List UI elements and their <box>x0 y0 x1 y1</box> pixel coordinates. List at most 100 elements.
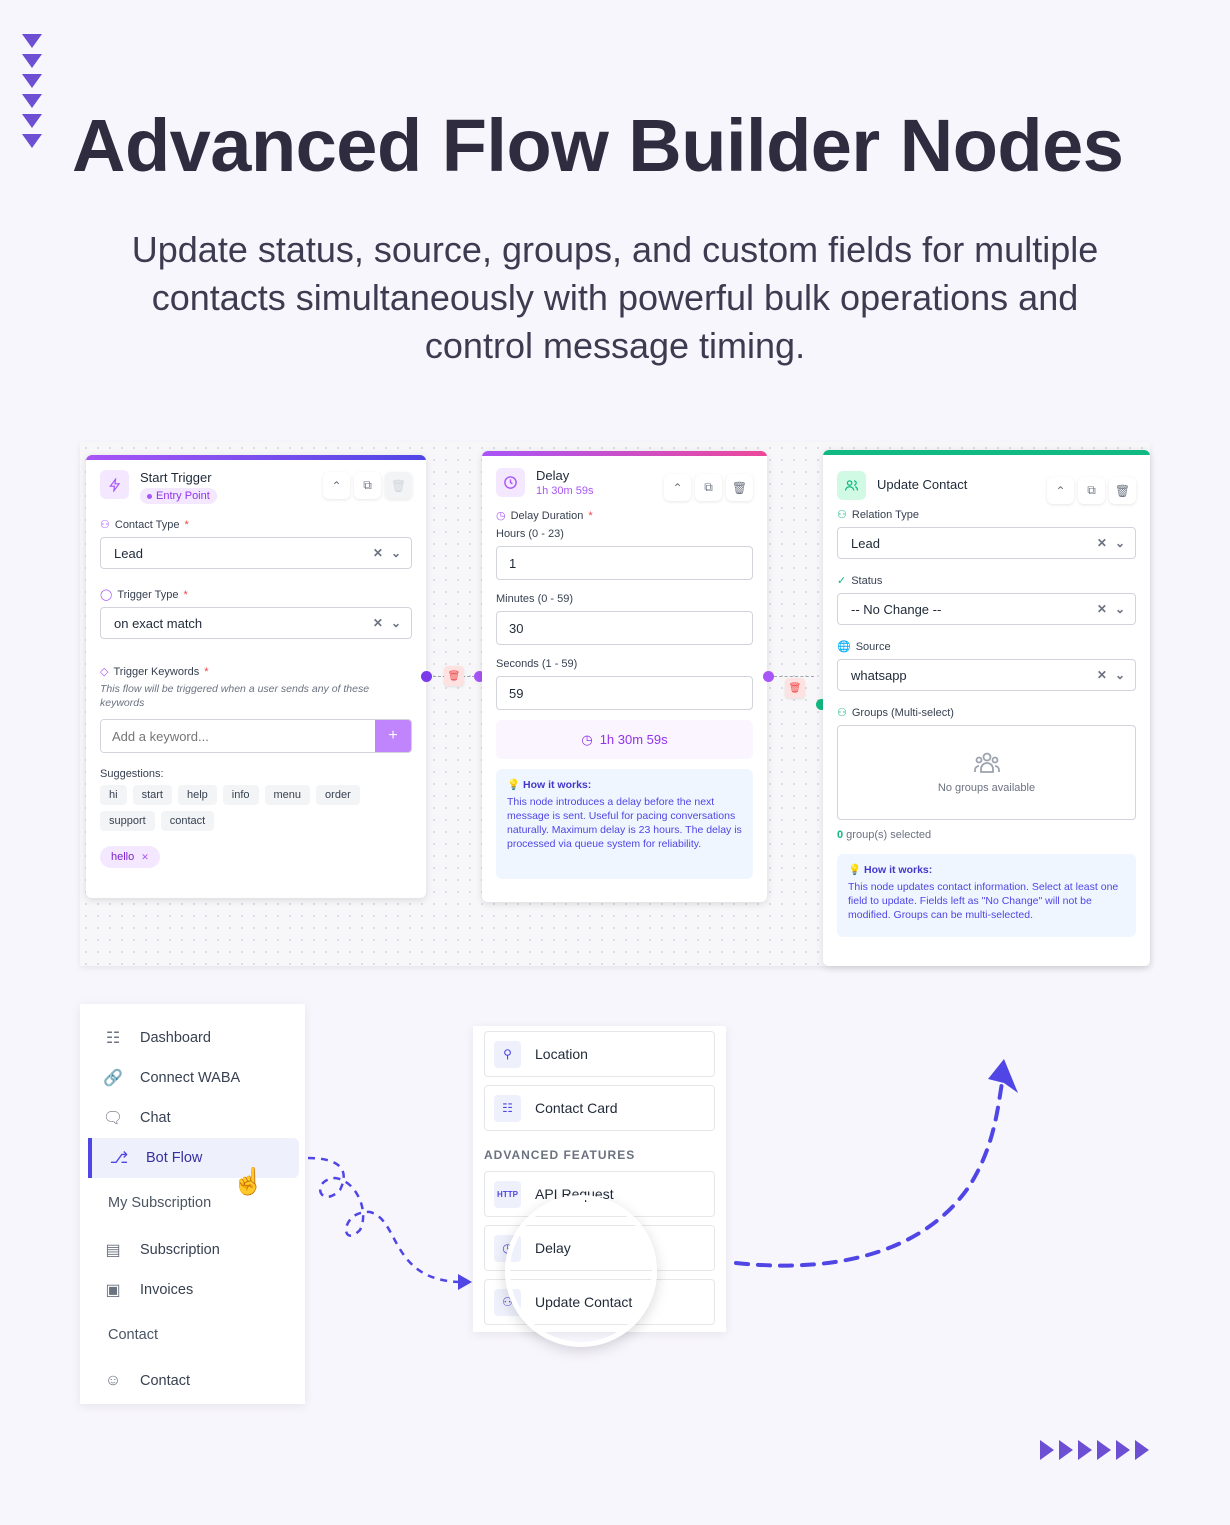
groups-multiselect[interactable]: No groups available <box>837 725 1136 820</box>
user-circle-icon: ☺ <box>104 1372 122 1389</box>
label-text: Source <box>855 640 891 653</box>
delay-node[interactable]: Delay 1h 30m 59s ⌃ ⧉ 🗑 ◷ Delay Duration … <box>482 451 767 902</box>
receipt-icon: ▣ <box>105 1282 121 1299</box>
triangle-down-icon <box>22 34 42 48</box>
dashed-arrow-left <box>307 1156 472 1290</box>
suggestion-chip[interactable]: contact <box>160 811 215 831</box>
suggestion-chip[interactable]: menu <box>264 785 311 805</box>
nav-label: Invoices <box>140 1282 194 1298</box>
keyword-input-group: + <box>100 719 412 753</box>
how-it-works-box: 💡 How it works: This node introduces a d… <box>496 769 753 879</box>
minutes-input[interactable]: 30 <box>496 611 753 645</box>
node-accent-bar <box>482 451 767 456</box>
collapse-button[interactable]: ⌃ <box>1047 477 1074 504</box>
output-handle[interactable] <box>421 671 432 682</box>
clear-icon[interactable]: ✕ <box>1096 668 1107 682</box>
suggestion-chip[interactable]: support <box>100 811 155 831</box>
clear-icon[interactable]: ✕ <box>372 546 383 560</box>
flow-canvas[interactable]: Start Trigger Entry Point ⌃ ⧉ 🗑 ⚇ Contac… <box>80 442 1150 966</box>
sidebar-item-invoices[interactable]: ▣ Invoices <box>102 1280 193 1300</box>
delete-button[interactable]: 🗑 <box>385 472 412 499</box>
seconds-label: Seconds (1 - 59) <box>496 658 578 670</box>
suggestion-chip[interactable]: order <box>316 785 360 805</box>
output-handle[interactable] <box>763 671 774 682</box>
triangle-right-icon <box>1040 1440 1054 1460</box>
users-icon: ⚇ <box>837 707 847 719</box>
suggestion-chip[interactable]: help <box>177 785 217 805</box>
clear-icon[interactable]: ✕ <box>1096 536 1107 550</box>
start-trigger-node[interactable]: Start Trigger Entry Point ⌃ ⧉ 🗑 ⚇ Contac… <box>86 455 426 898</box>
suggestion-chip[interactable]: info <box>222 785 259 805</box>
chevron-down-icon[interactable]: ⌄ <box>1114 668 1125 682</box>
chevron-down-icon[interactable]: ⌄ <box>390 616 401 630</box>
palette-item-contact-card[interactable]: ☷ Contact Card <box>484 1085 715 1131</box>
status-select[interactable]: -- No Change -- ✕⌄ <box>837 593 1136 625</box>
duplicate-button[interactable]: ⧉ <box>695 474 722 501</box>
triangle-down-icon <box>22 54 42 68</box>
delete-edge-button[interactable]: 🗑 <box>785 678 805 698</box>
sidebar-item-bot-flow[interactable]: ⎇ Bot Flow <box>108 1148 203 1168</box>
trigger-type-select[interactable]: on exact match ✕ ⌄ <box>100 607 412 639</box>
contact-card-icon: ☷ <box>494 1094 521 1122</box>
triangle-down-icon <box>22 74 42 88</box>
empty-groups-text: No groups available <box>937 781 1036 794</box>
suggestion-chip[interactable]: hi <box>100 785 127 805</box>
magnifier-highlight <box>505 1195 657 1347</box>
collapse-button[interactable]: ⌃ <box>323 472 350 499</box>
chevron-down-icon[interactable]: ⌄ <box>390 546 401 560</box>
add-keyword-button[interactable]: + <box>375 720 411 752</box>
clear-icon[interactable]: ✕ <box>372 616 383 630</box>
label-text: Trigger Type <box>117 588 179 601</box>
palette-item-location[interactable]: ⚲ Location <box>484 1031 715 1077</box>
triangle-down-icon <box>22 134 42 148</box>
howto-text: This node updates contact information. S… <box>848 881 1119 921</box>
suggestion-chip[interactable]: start <box>132 785 172 805</box>
trigger-keywords-label: ◇ Trigger Keywords * <box>100 665 412 679</box>
chat-icon: 🗨 <box>102 1110 124 1127</box>
select-value: whatsapp <box>851 667 907 683</box>
card-icon: ▤ <box>105 1242 121 1259</box>
seconds-input[interactable]: 59 <box>496 676 753 710</box>
delete-button[interactable]: 🗑 <box>726 474 753 501</box>
required-marker: * <box>184 518 189 531</box>
node-accent-bar <box>86 455 426 460</box>
groups-label: ⚇ Groups (Multi-select) <box>837 706 1136 720</box>
palette-label: Location <box>535 1046 588 1062</box>
source-select[interactable]: whatsapp ✕ ⌄ <box>837 659 1136 691</box>
delete-button[interactable]: 🗑 <box>1109 477 1136 504</box>
nav-label: Bot Flow <box>146 1150 203 1166</box>
sidebar-item-subscription[interactable]: ▤ Subscription <box>102 1240 219 1260</box>
palette-label: Contact Card <box>535 1100 618 1116</box>
input-handle[interactable] <box>816 699 827 710</box>
duplicate-button[interactable]: ⧉ <box>354 472 381 499</box>
duplicate-button[interactable]: ⧉ <box>1078 477 1105 504</box>
select-value: on exact match <box>114 615 203 631</box>
update-contact-node[interactable]: Update Contact ⌃ ⧉ 🗑 ⚇ Relation Type Lea… <box>823 450 1150 966</box>
hours-input[interactable]: 1 <box>496 546 753 580</box>
chevron-down-icon[interactable]: ⌄ <box>1114 602 1125 616</box>
sidebar-item-chat[interactable]: 🗨 Chat <box>102 1108 171 1128</box>
node-summary: 1h 30m 59s <box>536 485 594 497</box>
triangle-right-icon <box>1059 1440 1073 1460</box>
sidebar-item-contact[interactable]: ☺ Contact <box>102 1372 190 1390</box>
label-text: Trigger Keywords <box>113 665 200 678</box>
section-advanced-features: ADVANCED FEATURES <box>484 1148 636 1162</box>
grid-icon: ☷ <box>105 1030 121 1047</box>
remove-keyword-icon[interactable]: ✕ <box>141 851 149 862</box>
sidebar-item-connect-waba[interactable]: 🔗 Connect WABA <box>102 1068 240 1088</box>
input-handle[interactable] <box>474 671 485 682</box>
section-my-subscription: My Subscription <box>108 1195 212 1211</box>
node-title: Delay <box>536 468 570 483</box>
total-delay-text: 1h 30m 59s <box>599 732 668 747</box>
relation-type-select[interactable]: Lead ✕⌄ <box>837 527 1136 559</box>
users-icon <box>837 471 866 500</box>
collapse-button[interactable]: ⌃ <box>664 474 691 501</box>
clear-icon[interactable]: ✕ <box>1096 602 1107 616</box>
contact-type-select[interactable]: Lead ✕⌄ <box>100 537 412 569</box>
keyword-input[interactable] <box>101 720 375 752</box>
edge-line <box>774 676 814 706</box>
chevron-down-icon[interactable]: ⌄ <box>1114 536 1125 550</box>
sidebar-item-dashboard[interactable]: ☷ Dashboard <box>102 1028 211 1048</box>
delete-edge-button[interactable]: 🗑 <box>444 666 464 686</box>
badge-label: Entry Point <box>156 490 210 502</box>
